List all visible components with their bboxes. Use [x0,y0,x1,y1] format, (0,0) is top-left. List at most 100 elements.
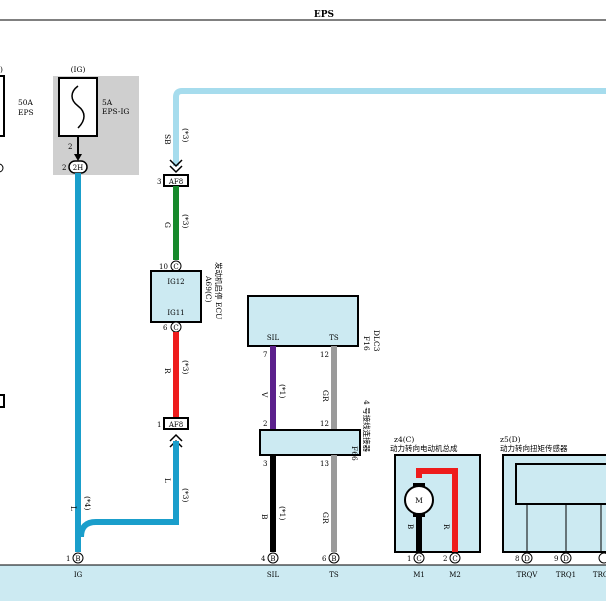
fuse-element-icon [71,85,85,129]
terminal-m2 [449,552,461,564]
fuse-50a-name: EPS [18,108,34,117]
fuse-5a-eps-ig [58,77,98,137]
terminal-ts-conn: B [331,555,336,563]
joint-pin-2: 2 [263,420,267,428]
connector-2h-pin: 2 [62,164,66,172]
ig-group-label: (IG) [71,65,86,74]
ecu-code: A69(C) [204,275,213,303]
terminal-m2-conn: C [452,555,457,563]
wire-motor-r [416,468,458,552]
wire-v-note: (*1) [278,384,287,398]
fuse-50a-partial-mark: ) [0,65,3,74]
signal-m1: M1 [413,571,425,579]
motor-brush-top [413,483,425,487]
wire-g-color: G [163,222,172,228]
wire-r-note: (*3) [181,360,190,374]
terminal-m1-conn: C [416,555,421,563]
signal-ig: IG [74,571,83,579]
left-partial-connector [0,394,5,408]
fuse-5a-rating: 5A [102,98,113,107]
ecu-pin-ig11: IG11 [167,309,184,317]
ecu-pin-6: 6 [163,324,168,332]
dlc3-pin-ts: TS [329,334,339,342]
eps-ecu-strip [0,565,606,601]
ecu-pin-ig12: IG12 [167,278,184,286]
connector-af8-bottom-pin: 1 [157,421,161,429]
terminal-ig-pin: 1 [66,555,70,563]
wire-sb [173,88,606,166]
fuse-50a-partial [0,75,5,137]
wire-v-color: V [260,391,269,398]
wire-l-upper-color: L [163,478,172,483]
ecu-pin-10-conn: C [173,263,178,271]
terminal-sil [267,552,279,564]
terminal-trqv-pin: 8 [515,555,519,563]
terminal-trq1-pin: 9 [554,555,558,563]
connector-af8-bottom [163,417,189,430]
dlc3-name: DLC3 [372,330,381,352]
terminal-trq1 [560,552,572,564]
terminal-ig-conn: B [75,555,80,563]
terminal-m2-pin: 2 [443,555,447,563]
dlc3-pin-12: 12 [320,351,329,359]
terminal-trqv [521,552,533,564]
ecu-a69-box [150,270,202,323]
terminal-sil-pin: 4 [261,555,266,563]
dlc3-code: F16 [362,336,371,351]
left-partial-terminal [0,163,4,173]
motor-brush-bottom [413,513,425,517]
connector-af8-bottom-label: AF8 [168,421,183,429]
connector-af8-top-label: AF8 [168,178,183,186]
torque-sensor-name: 动力转向扭矩传感器 [500,443,568,453]
ecu-pin-10: 10 [159,263,168,271]
torque-sensor-code: z5(D) [500,435,521,444]
terminal-ts [328,552,340,564]
terminal-m1 [413,552,425,564]
signal-trq2: TRQ2 [593,571,606,579]
wire-gr-upper-color: GR [321,390,330,402]
torque-sensor-inner [515,463,606,505]
joint-pin-3: 3 [263,460,267,468]
wire-l-join [78,441,179,538]
wire-motor-b-color: B [406,524,414,529]
terminal-trqv-conn: D [524,555,530,563]
joint-code: F66 [350,446,359,461]
motor-symbol: M [415,496,423,505]
joint-name: 4 号接线连接器 [362,400,372,453]
terminal-trq2 [598,552,606,564]
joint-pin-12: 12 [320,420,329,428]
connector-af8-top-pin: 3 [157,178,161,186]
dlc3-box [247,295,359,347]
signal-sil: SIL [267,571,280,579]
signal-trqv: TRQV [517,571,539,579]
terminal-m1-pin: 1 [407,555,411,563]
joint-pin-13: 13 [320,460,329,468]
ecu-name: 发动机启停 ECU [214,262,224,319]
wire-l-upper-note: (*3) [181,488,190,502]
fuse-50a-rating: 50A [18,98,34,107]
arrow-down-icon [74,154,82,161]
ecu-pin-6-conn: C [173,324,178,332]
signal-ts: TS [329,571,339,579]
wire-b-lower-color: B [260,514,269,520]
wire-b-lower-note: (*1) [278,506,287,520]
wire-motor-r-color: R [442,524,450,530]
terminal-trq1-conn: D [563,555,569,563]
wire-l-lower-note: (*4) [83,496,92,510]
wire-g-note: (*3) [181,214,190,228]
fuse-5a-name: EPS-IG [102,107,129,116]
wire-sb-color: SB [163,134,172,145]
dlc3-pin-7: 7 [263,351,267,359]
page-title: EPS [314,10,334,20]
terminal-sil-conn: B [270,555,275,563]
wire-r-color: R [163,368,172,374]
motor-name: 动力转向电动机总成 [390,443,458,453]
connector-2h-label: 2H [73,164,84,172]
fuse-pin-2: 2 [68,143,72,151]
chevron-down-icon [169,159,183,174]
wire-gr-lower-color: GR [321,512,330,524]
wire-sb-note: (*3) [181,128,190,142]
wire-l-lower-color: L [69,506,78,511]
motor-code: z4(C) [394,435,414,444]
